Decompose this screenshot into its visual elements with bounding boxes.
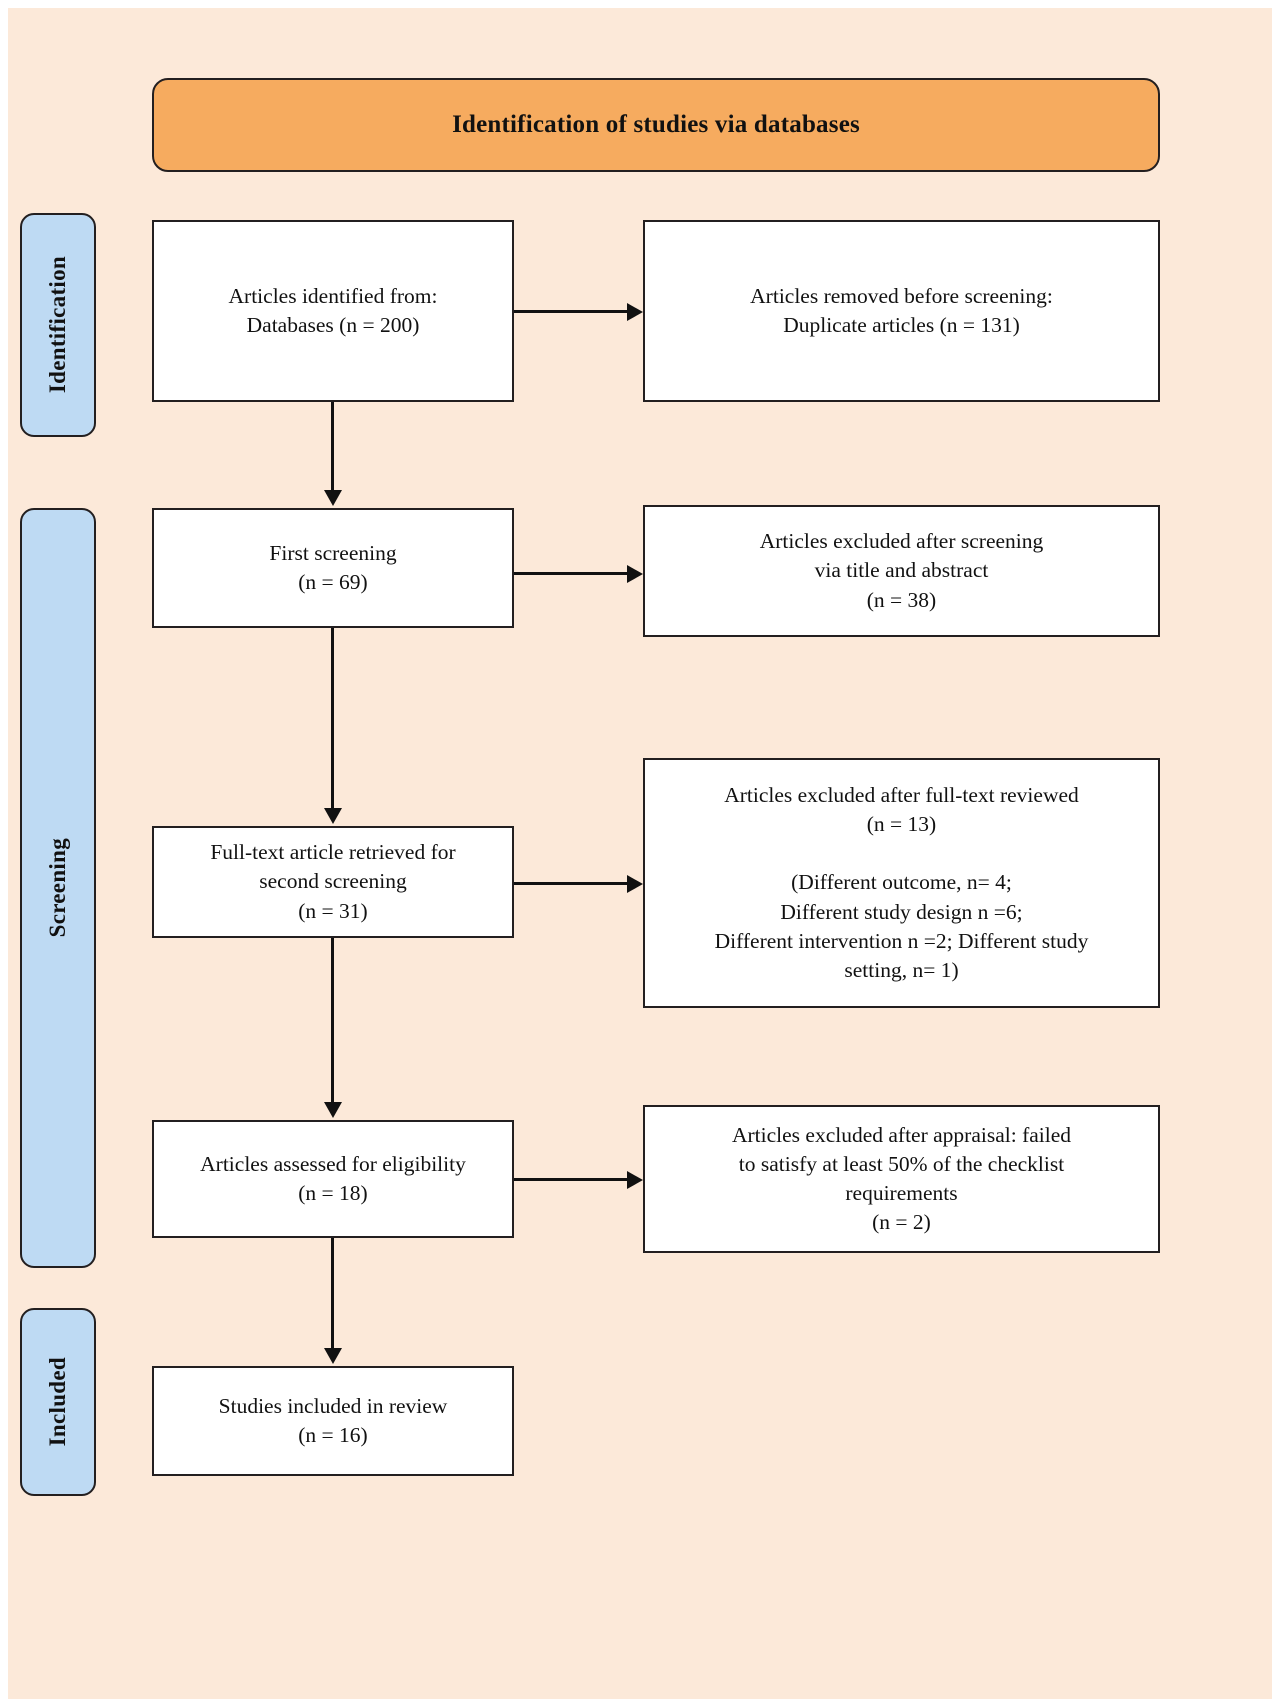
connector-first-screening-to-full-text [331, 628, 334, 808]
arrowhead-full-text-to-excluded [627, 874, 643, 893]
arrowhead-identified-to-removed [627, 302, 643, 321]
box-studies-included: Studies included in review (n = 16) [152, 1366, 514, 1476]
stage-label-screening-text: Screening [45, 838, 70, 938]
arrowhead-first-screening-to-full-text [323, 808, 342, 824]
box-excluded-title-abstract: Articles excluded after screening via ti… [643, 505, 1160, 637]
box-first-screening: First screening (n = 69) [152, 508, 514, 628]
box-excluded-title-abstract-text: Articles excluded after screening via ti… [759, 529, 1044, 612]
connector-assessed-to-included [331, 1238, 334, 1348]
box-assessed-eligibility: Articles assessed for eligibility (n = 1… [152, 1120, 514, 1238]
box-articles-removed: Articles removed before screening: Dupli… [643, 220, 1160, 402]
box-studies-included-text: Studies included in review (n = 16) [218, 1393, 448, 1447]
box-assessed-eligibility-text: Articles assessed for eligibility (n = 1… [200, 1151, 466, 1205]
arrowhead-assessed-to-excluded [627, 1170, 643, 1189]
connector-first-screening-to-excluded [514, 572, 627, 575]
stage-label-screening: Screening [20, 508, 96, 1268]
stage-label-included-text: Included [45, 1357, 70, 1447]
connector-assessed-to-excluded [514, 1178, 627, 1181]
box-articles-identified-text: Articles identified from: Databases (n =… [228, 283, 438, 337]
box-full-text-retrieved: Full-text article retrieved for second s… [152, 826, 514, 938]
box-full-text-retrieved-text: Full-text article retrieved for second s… [210, 840, 456, 923]
arrowhead-assessed-to-included [323, 1348, 342, 1364]
box-articles-removed-text: Articles removed before screening: Dupli… [750, 283, 1053, 337]
box-excluded-full-text: Articles excluded after full-text review… [643, 758, 1160, 1008]
box-excluded-appraisal: Articles excluded after appraisal: faile… [643, 1105, 1160, 1253]
box-articles-identified: Articles identified from: Databases (n =… [152, 220, 514, 402]
connector-identified-to-first-screening [331, 402, 334, 490]
stage-label-identification-text: Identification [45, 256, 70, 394]
banner-title: Identification of studies via databases [452, 111, 860, 138]
arrowhead-first-screening-to-excluded [627, 564, 643, 583]
connector-full-text-to-assessed [331, 938, 334, 1102]
arrowhead-identified-to-first-screening [323, 490, 342, 506]
box-excluded-full-text-text: Articles excluded after full-text review… [714, 783, 1089, 982]
box-excluded-appraisal-text: Articles excluded after appraisal: faile… [731, 1122, 1072, 1235]
stage-label-included: Included [20, 1308, 96, 1496]
stage-label-identification: Identification [20, 213, 96, 437]
arrowhead-full-text-to-assessed [323, 1102, 342, 1118]
connector-identified-to-removed [514, 310, 627, 313]
identification-banner: Identification of studies via databases [152, 78, 1160, 172]
box-first-screening-text: First screening (n = 69) [269, 540, 397, 594]
connector-full-text-to-excluded [514, 882, 627, 885]
